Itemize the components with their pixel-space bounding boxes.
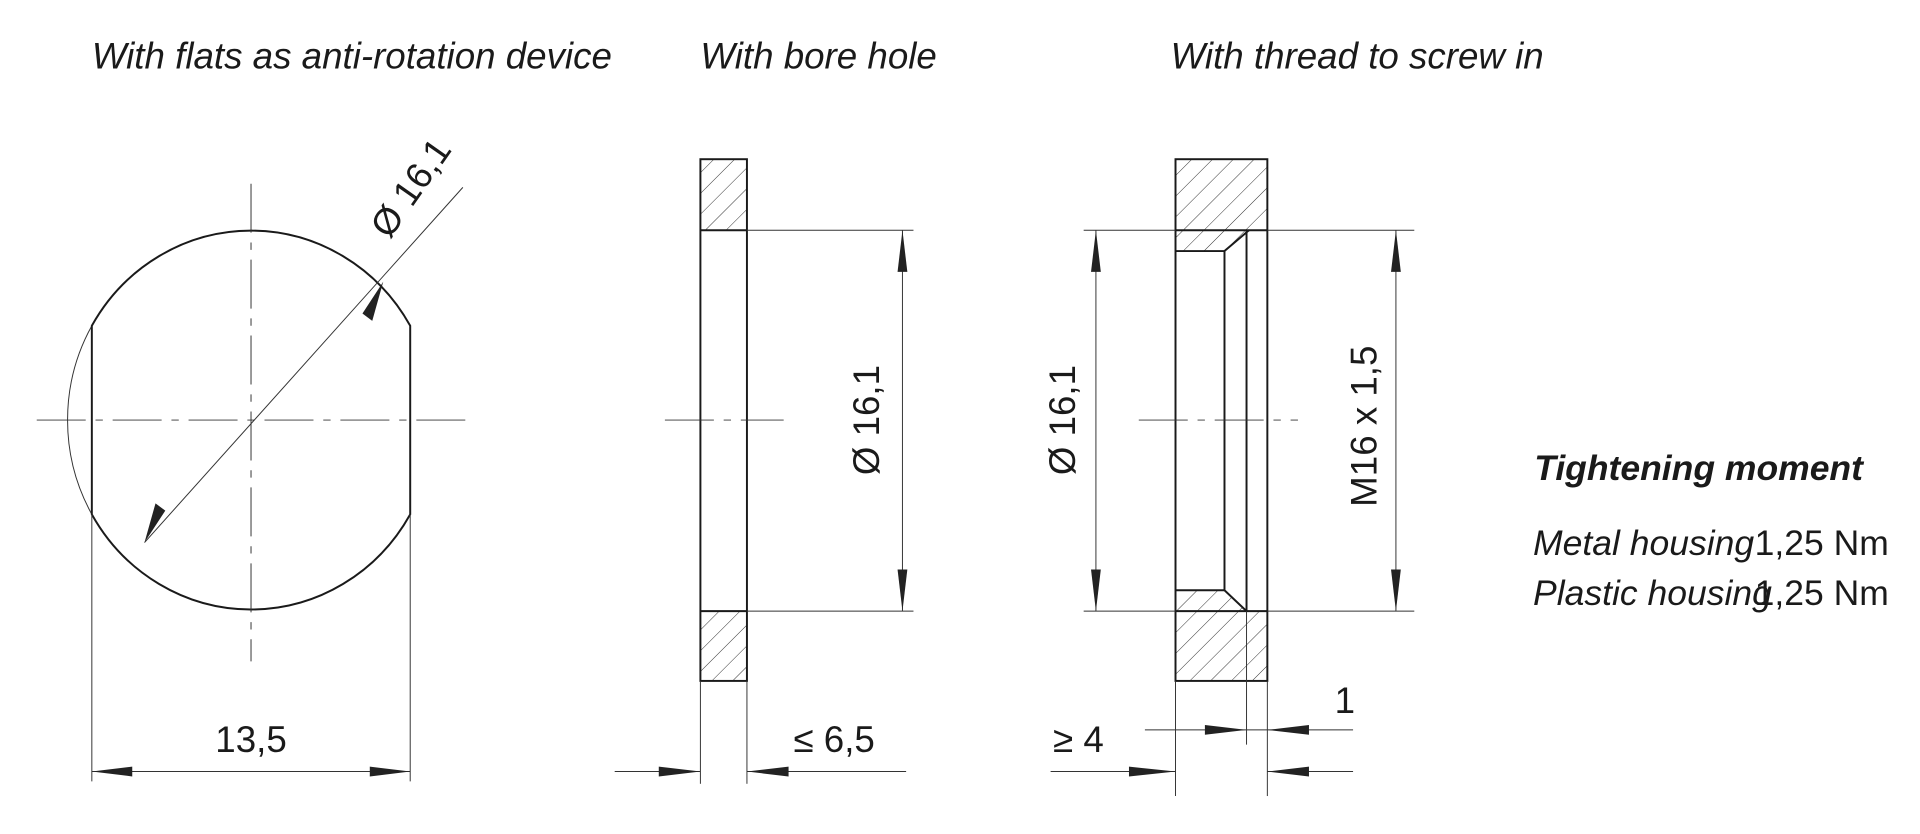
thread-view: Ø 16,1 M16 x 1,5 1 ≥ 4: [1042, 158, 1415, 797]
title-thread: With thread to screw in: [1171, 36, 1544, 77]
thread-thickness-label: ≥ 4: [1053, 719, 1104, 760]
thread-spec-label: M16 x 1,5: [1343, 346, 1384, 507]
plastic-housing-value: 1,25 Nm: [1755, 573, 1889, 613]
flats-view: Ø 16,1 13,5: [36, 131, 466, 782]
bore-view: Ø 16,1 ≤ 6,5: [614, 158, 914, 784]
flats-diameter-label: Ø 16,1: [362, 131, 459, 245]
bore-diameter-label: Ø 16,1: [846, 365, 887, 475]
metal-housing-value: 1,25 Nm: [1755, 523, 1889, 563]
tightening-moment: Tightening moment Metal housing 1,25 Nm …: [1533, 448, 1889, 613]
plastic-housing-label: Plastic housing: [1533, 573, 1772, 613]
bore-thickness-label: ≤ 6,5: [793, 719, 874, 760]
tightening-heading: Tightening moment: [1534, 448, 1865, 488]
title-bore-hole: With bore hole: [700, 36, 936, 77]
flats-width-label: 13,5: [215, 719, 286, 760]
thread-diameter-label: Ø 16,1: [1042, 365, 1083, 475]
title-flats: With flats as anti-rotation device: [92, 36, 612, 77]
thread-step-label: 1: [1335, 680, 1355, 721]
metal-housing-label: Metal housing: [1533, 523, 1754, 563]
